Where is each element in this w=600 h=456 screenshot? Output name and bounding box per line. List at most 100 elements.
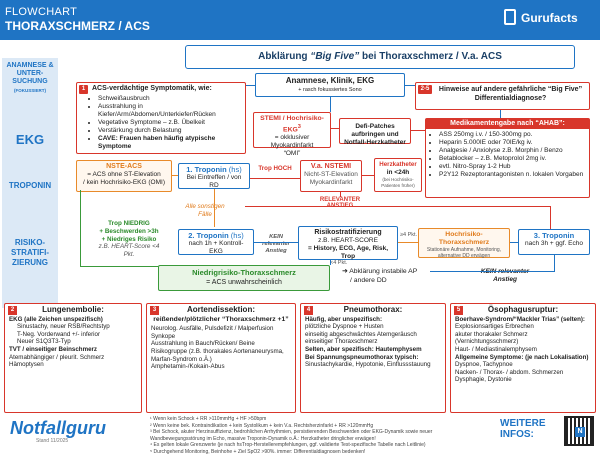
alle-sonstigen-label: Alle sonstigen Fälle	[185, 203, 225, 218]
section-num: 5	[454, 306, 463, 315]
anamnese-box: Anamnese, Klinik, EKG + rasch fokussiert…	[255, 73, 405, 97]
hochrisiko-title: Hochrisiko-Thoraxschmerz	[438, 231, 490, 246]
section-line: TVT / einseitiger Beinschmerz	[9, 345, 98, 353]
footnote: ³ Bei Schock, akuter Herzinsuffizienz, b…	[150, 429, 433, 442]
trop-hoch-label: Trop HOCH	[258, 165, 292, 172]
sidebar-anamnese-sub: (FOKUSSIERT)	[14, 88, 46, 93]
medication-item: evtl. Nitro-Spray 1-2 Hub	[439, 163, 586, 171]
stemi-box: STEMI / Hochrisiko-EKG3 = okklusiver Myo…	[253, 112, 331, 157]
section-subtitle: reißender/plötzlicher “Thoraxschmerz +1”	[153, 315, 289, 323]
section-line: EKG (alle Zeichen unspezifisch)	[9, 315, 103, 323]
herzkatheter-time: in <24h	[386, 169, 410, 176]
section-line: Dyspnoe, Tachypnoe	[455, 361, 513, 369]
header-line1: FLOWCHART	[5, 6, 78, 18]
risikostrat-title: Risikostratifizierung	[314, 229, 382, 236]
nstemi-sub2: Myokardinfarkt	[309, 179, 353, 186]
stemi-title: STEMI / Hochrisiko-EKG3	[260, 115, 324, 134]
section-title: Pneumothorax:	[343, 305, 403, 314]
section-num: 3	[150, 306, 159, 315]
title-suffix: bei Thoraxschmerz / V.a. ACS	[359, 51, 502, 62]
medication-item: Heparin 5.000IE oder 70IE/kg iv.	[439, 139, 586, 147]
section-line: Explosionsartiges Erbrechen	[455, 323, 534, 331]
pkt-high-label: ≥4 Pkt.	[400, 232, 418, 238]
medication-header: Medikamentengabe nach “AHAB”:	[426, 119, 589, 129]
stemi-sub1: = okklusiver Myokardinfarkt	[270, 134, 314, 150]
sidebar-band	[2, 58, 58, 308]
medication-box: Medikamentengabe nach “AHAB”: ASS 250mg …	[425, 118, 590, 198]
section-line: Hämoptysen	[9, 361, 44, 369]
medication-item: Betablocker – z.B. Metoprolol 2mg iv.	[439, 155, 586, 163]
troponin-3-box: 3. Troponin nach 3h + ggf. Echo	[518, 229, 590, 255]
acs-symptoms-box: 1 ACS-verdächtige Symptomatik, wie: Schw…	[76, 82, 246, 154]
trop-niedrig-l1: + Beschwerden >3h	[99, 227, 159, 235]
acs-symptoms-num: 1	[79, 85, 88, 94]
troponin-1-sub: Bei Eintreffen / von RD	[186, 174, 242, 189]
section-title: Ösophagusruptur:	[487, 305, 559, 314]
acs-symptom-item: Vegetative Symptome – z.B. Übelkeit	[98, 119, 242, 127]
troponin-1-box: 1. Troponin (hs) Bei Eintreffen / von RD	[178, 163, 250, 189]
risikostrat-box: Risikostratifizierung z.B. HEART-SCORE =…	[298, 226, 398, 260]
notfallguru-logo[interactable]: Notfallguru	[10, 418, 106, 438]
defi-box: Defi-Patches aufbringen und Notfall-Herz…	[339, 118, 411, 146]
section-line: Sinustachykardie, Hypotonie, Einflusssta…	[305, 361, 431, 369]
nstemi-title: V.a. NSTEMI	[310, 163, 352, 170]
troponin-1-title: 1. Troponin (hs)	[186, 165, 242, 174]
anamnese-sub: + rasch fokussiertes Sono	[298, 87, 362, 93]
troponin-3-sub: nach 3h + ggf. Echo	[524, 240, 583, 247]
trop-niedrig-block: Trop NIEDRIG + Beschwerden >3h + Niedrig…	[98, 220, 160, 259]
page-header	[0, 0, 600, 40]
nstemi-sub1: Nicht-ST-Elevation	[304, 171, 358, 178]
section-line: einseitig abgeschwächtes Atemgeräusch	[305, 330, 417, 338]
section-line: Risikogruppe (z.B. thorakales Aortenaneu…	[151, 347, 284, 363]
section-aortendissektion: 3 Aortendissektion: reißender/plötzliche…	[146, 303, 296, 413]
section-line: Bei Spannungspneumothorax typisch:	[305, 353, 419, 361]
section-num: 4	[304, 306, 313, 315]
section-line: Sinustachy, neuer RSB/Rechtstyp	[17, 323, 110, 331]
kein-relevanter-label: KEIN relevanter Anstieg	[262, 234, 290, 254]
footnote: ⁴ Es gelten lokale Grenzwerte (je nach h…	[150, 442, 426, 449]
big-five-box: 2-5 Hinweise auf andere gefährliche “Big…	[415, 82, 590, 110]
trop-niedrig-l2: + Niedriges Risiko	[101, 235, 157, 243]
section-pneumothorax: 4 Pneumothorax: Häufig, aber unspezifisc…	[300, 303, 446, 413]
niedrigrisiko-sub: = ACS unwahrscheinlich	[206, 279, 282, 286]
herzkatheter-title: Herzkatheter	[379, 161, 417, 168]
title-prefix: Abklärung	[258, 51, 311, 62]
section-line: Amphetamin-/Kokain-Abus	[151, 363, 225, 371]
abklaerung-l1: ➜ Abklärung instabile AP	[342, 268, 418, 275]
title-big-five: “Big Five”	[310, 51, 360, 62]
niedrigrisiko-box: Niedrigrisiko-Thoraxschmerz = ACS unwahr…	[158, 265, 330, 291]
defi-text: Defi-Patches aufbringen und Notfall-Herz…	[344, 123, 406, 146]
footnote: ¹ Wenn kein Schock + RR >110mmHg + HF >5…	[150, 416, 267, 422]
section-line: Atemabhängiger / pleurit. Schmerz	[9, 353, 105, 361]
acs-symptom-item: CAVE: Frauen haben häufig atypische Symp…	[98, 135, 242, 151]
niedrigrisiko-title: Niedrigrisiko-Thoraxschmerz	[192, 268, 296, 277]
section-title: Aortendissektion:	[186, 305, 255, 314]
section-line: akuter thorakaler Schmerz (Vernichtungss…	[455, 330, 528, 346]
flowchart-title: Abklärung “Big Five” bei Thoraxschmerz /…	[185, 45, 575, 69]
section-line: plötzliche Dyspnoe + Husten	[305, 323, 384, 331]
section-line: Boerhave-Syndrom/“Mackler Trias” (selten…	[455, 315, 585, 323]
section-line: Selten, aber spezifisch: Hautemphysem	[305, 345, 422, 353]
header-line2: THORAXSCHMERZ / ACS	[5, 19, 150, 33]
troponin-2-box: 2. Troponin (hs) nach 1h + Kontroll-EKG	[178, 229, 254, 255]
section-line: Neuer S1Q3T3-Typ	[17, 338, 71, 346]
nste-sub1: = ACS ohne ST-Elevation	[87, 171, 161, 178]
footnote: ² Wenn keine bek. Kontraindikation + kei…	[150, 422, 374, 429]
acs-symptom-item: Ausstrahlung in Kiefer/Arm/Abdomen/Unter…	[98, 103, 242, 119]
brand-name[interactable]: Gurufacts	[521, 11, 578, 25]
trop-niedrig-title: Trop NIEDRIG	[108, 220, 150, 227]
stemi-sub2: “OMI”	[283, 150, 301, 158]
section-num: 2	[8, 306, 17, 315]
abklaerung-l2: / andere DD	[350, 276, 387, 284]
section-line: Synkope	[151, 332, 176, 340]
sidebar-troponin: TROPONIN	[8, 181, 52, 190]
nste-acs-box: NSTE-ACS = ACS ohne ST-Elevation / kein …	[76, 160, 172, 192]
section-line: Dysphagie, Dystonie	[455, 376, 512, 384]
risikostrat-sub: z.B. HEART-SCORE	[318, 237, 378, 244]
anamnese-title: Anamnese, Klinik, EKG	[285, 76, 375, 85]
troponin-2-title: 2. Troponin (hs)	[188, 231, 244, 240]
nstemi-box: V.a. NSTEMI Nicht-ST-Elevation Myokardin…	[300, 160, 362, 192]
medication-item: P2Y12 Rezeptorantagonisten n. lokalen Vo…	[439, 171, 586, 179]
medication-item: Analgesie / Anxiolyse z.B. Morphin / Ben…	[439, 147, 586, 155]
herzkatheter-box: Herzkatheter in <24h (bei Hochrisiko-Pat…	[374, 158, 422, 192]
